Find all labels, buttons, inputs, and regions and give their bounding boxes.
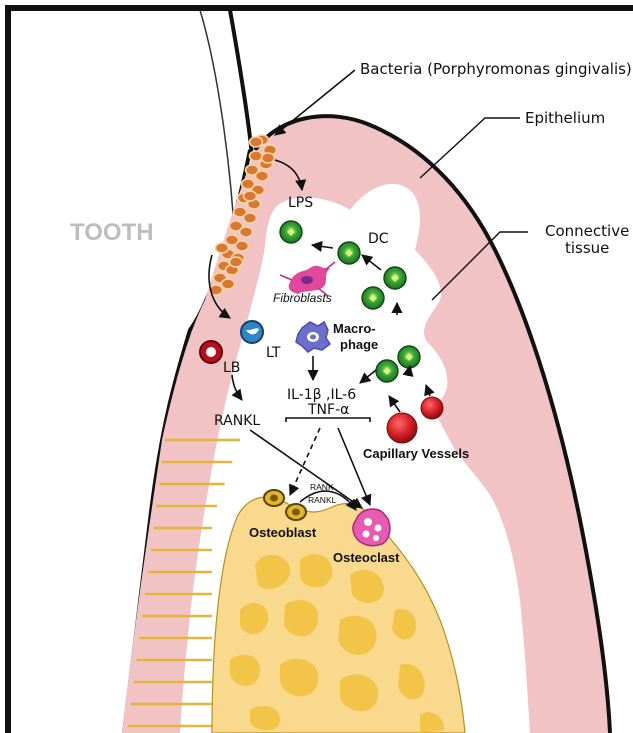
macrophage-label-1: Macro- (333, 321, 376, 336)
rankl-label: RANKL (214, 413, 260, 429)
bacterium (236, 241, 249, 251)
osteoclast-cell (353, 509, 390, 546)
dendritic-cell (338, 242, 360, 264)
macrophage-label-2: phage (340, 337, 378, 352)
dc-label: DC (368, 231, 389, 247)
bacterium (244, 191, 257, 201)
bacterium (250, 137, 263, 147)
tooth-label: TOOTH (70, 219, 154, 246)
bacterium (230, 257, 243, 267)
dendritic-cell (362, 287, 384, 309)
bacteria-label: Bacteria (Porphyromonas gingivalis) (360, 60, 632, 78)
osteoblast-label: Osteoblast (249, 525, 317, 540)
dendritic-cell (384, 267, 406, 289)
connective-label-2: tissue (565, 239, 609, 257)
epithelium-label: Epithelium (525, 109, 605, 127)
bacterium (250, 151, 263, 161)
dendritic-cell (398, 346, 420, 368)
dendritic-cell (376, 360, 398, 382)
bacterium (262, 153, 275, 163)
lt-cell (241, 321, 263, 343)
rank-label: RANK (310, 482, 334, 492)
lb-label: LB (223, 360, 240, 376)
rankl-small-label: RANKL (308, 495, 337, 505)
capillary-label: Capillary Vessels (363, 446, 469, 461)
lb-cell (200, 341, 222, 363)
bacterium (216, 243, 229, 253)
fibroblasts-label: Fibroblasts (273, 291, 332, 305)
lt-label: LT (266, 345, 281, 361)
cytokines-label-2: TNF-α (307, 402, 349, 418)
connective-label-1: Connective (545, 222, 629, 240)
osteoclast-label: Osteoclast (333, 550, 400, 565)
bacterium (240, 227, 253, 237)
bacterium (244, 213, 257, 223)
bacterium (222, 279, 235, 289)
cytokines-label-1: IL-1β ,IL-6 (287, 387, 356, 403)
lps-label: LPS (288, 195, 313, 211)
bacterium (256, 171, 269, 181)
dendritic-cell (280, 221, 302, 243)
